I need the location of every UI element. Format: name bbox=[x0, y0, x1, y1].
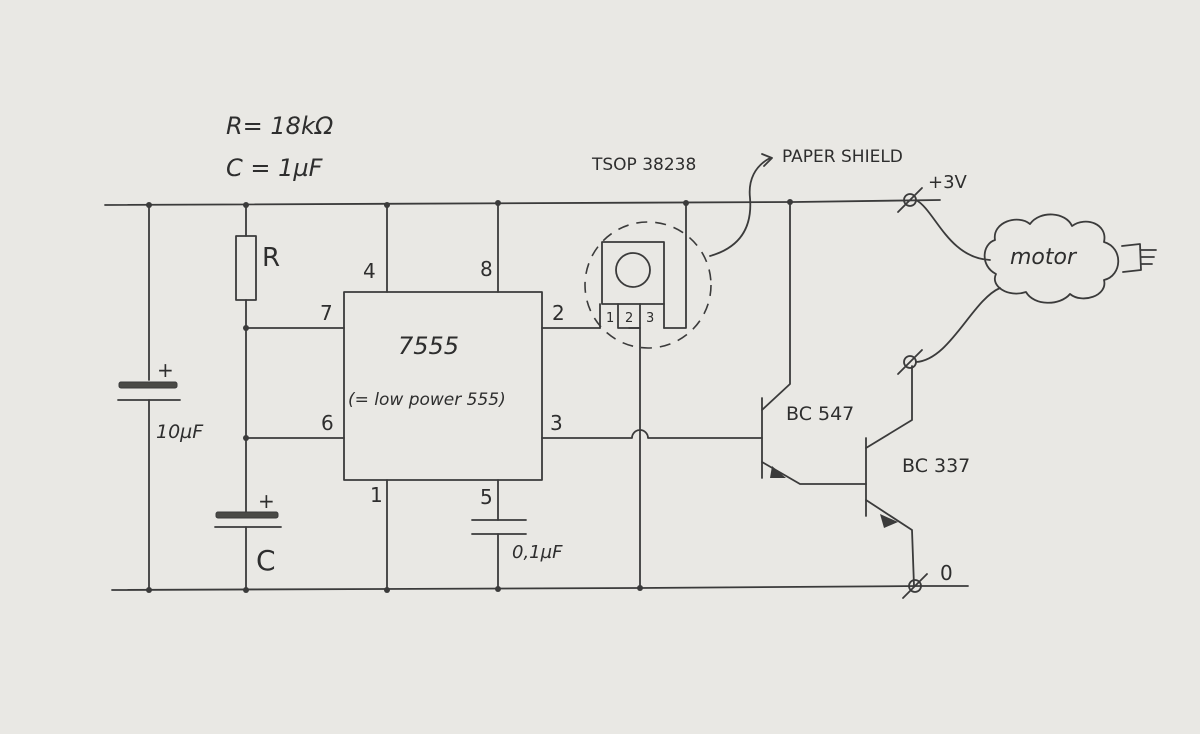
bc337-collector bbox=[865, 365, 913, 449]
tsop-pin-2: 2 bbox=[625, 311, 633, 326]
pin-4-label: 4 bbox=[363, 259, 376, 283]
motor-terminal-slash bbox=[897, 349, 923, 375]
ground-label: 0 bbox=[940, 561, 953, 585]
c-value: C = 1µF bbox=[226, 154, 324, 182]
ground-terminal-slash bbox=[902, 573, 928, 599]
c-timing-plus: + bbox=[258, 489, 275, 513]
c-small-plates bbox=[471, 519, 527, 535]
pin-3-label: 3 bbox=[550, 411, 563, 435]
motor-lead-plus bbox=[915, 199, 991, 261]
tsop-gnd-wire bbox=[628, 327, 641, 589]
pin-5-label: 5 bbox=[480, 485, 493, 509]
pin-8-label: 8 bbox=[480, 257, 493, 281]
bc547-collector bbox=[761, 201, 791, 411]
r-value: R= 18kΩ bbox=[226, 112, 334, 140]
motor-label: motor bbox=[1010, 245, 1078, 270]
bc547-label: BC 547 bbox=[786, 403, 854, 425]
tsop-vcc-wire bbox=[663, 202, 687, 329]
tsop-pin-1: 1 bbox=[606, 311, 614, 326]
ic-7555 bbox=[343, 291, 543, 481]
paper-shield bbox=[584, 221, 712, 349]
resistor bbox=[235, 235, 257, 301]
pin3-wire bbox=[541, 429, 763, 439]
resistor-label: R bbox=[262, 243, 280, 273]
c-timing-label: C bbox=[256, 544, 276, 577]
bc337-label: BC 337 bbox=[902, 455, 970, 477]
sensor-label: TSOP 38238 bbox=[591, 155, 696, 175]
pin-1-label: 1 bbox=[370, 483, 383, 507]
supply-rail bbox=[104, 199, 941, 206]
supply-terminal-slash bbox=[897, 187, 923, 213]
motor-cloud bbox=[983, 213, 1120, 304]
tsop-body bbox=[601, 241, 665, 305]
tsop-lens bbox=[615, 252, 651, 288]
ground-rail bbox=[111, 585, 969, 591]
bc547-arrow bbox=[770, 466, 786, 478]
pin-2-label: 2 bbox=[552, 301, 565, 325]
ic-name: 7555 bbox=[398, 332, 459, 360]
c-timing-plate-top bbox=[215, 511, 279, 519]
tsop-pin-3: 3 bbox=[646, 311, 654, 326]
tsop-pins bbox=[599, 303, 665, 329]
motor-lead-minus bbox=[915, 287, 1001, 363]
pin-7-label: 7 bbox=[320, 301, 333, 325]
c-big-plus: + bbox=[157, 358, 174, 382]
supply-label: +3V bbox=[928, 172, 968, 193]
ic-note: (= low power 555) bbox=[348, 390, 506, 410]
c-big-label: 10µF bbox=[156, 421, 204, 443]
shield-label: PAPER SHIELD bbox=[782, 147, 903, 167]
ground-terminal bbox=[908, 579, 922, 593]
c-big-plate-top bbox=[118, 381, 178, 389]
bc337-arrow bbox=[880, 514, 898, 528]
motor-shaft bbox=[1121, 243, 1157, 273]
shield-arrow bbox=[709, 153, 773, 257]
pin-6-label: 6 bbox=[321, 411, 334, 435]
bc337-emitter bbox=[865, 499, 915, 587]
junction-dots bbox=[146, 199, 793, 593]
c-small-label: 0,1µF bbox=[512, 542, 563, 563]
